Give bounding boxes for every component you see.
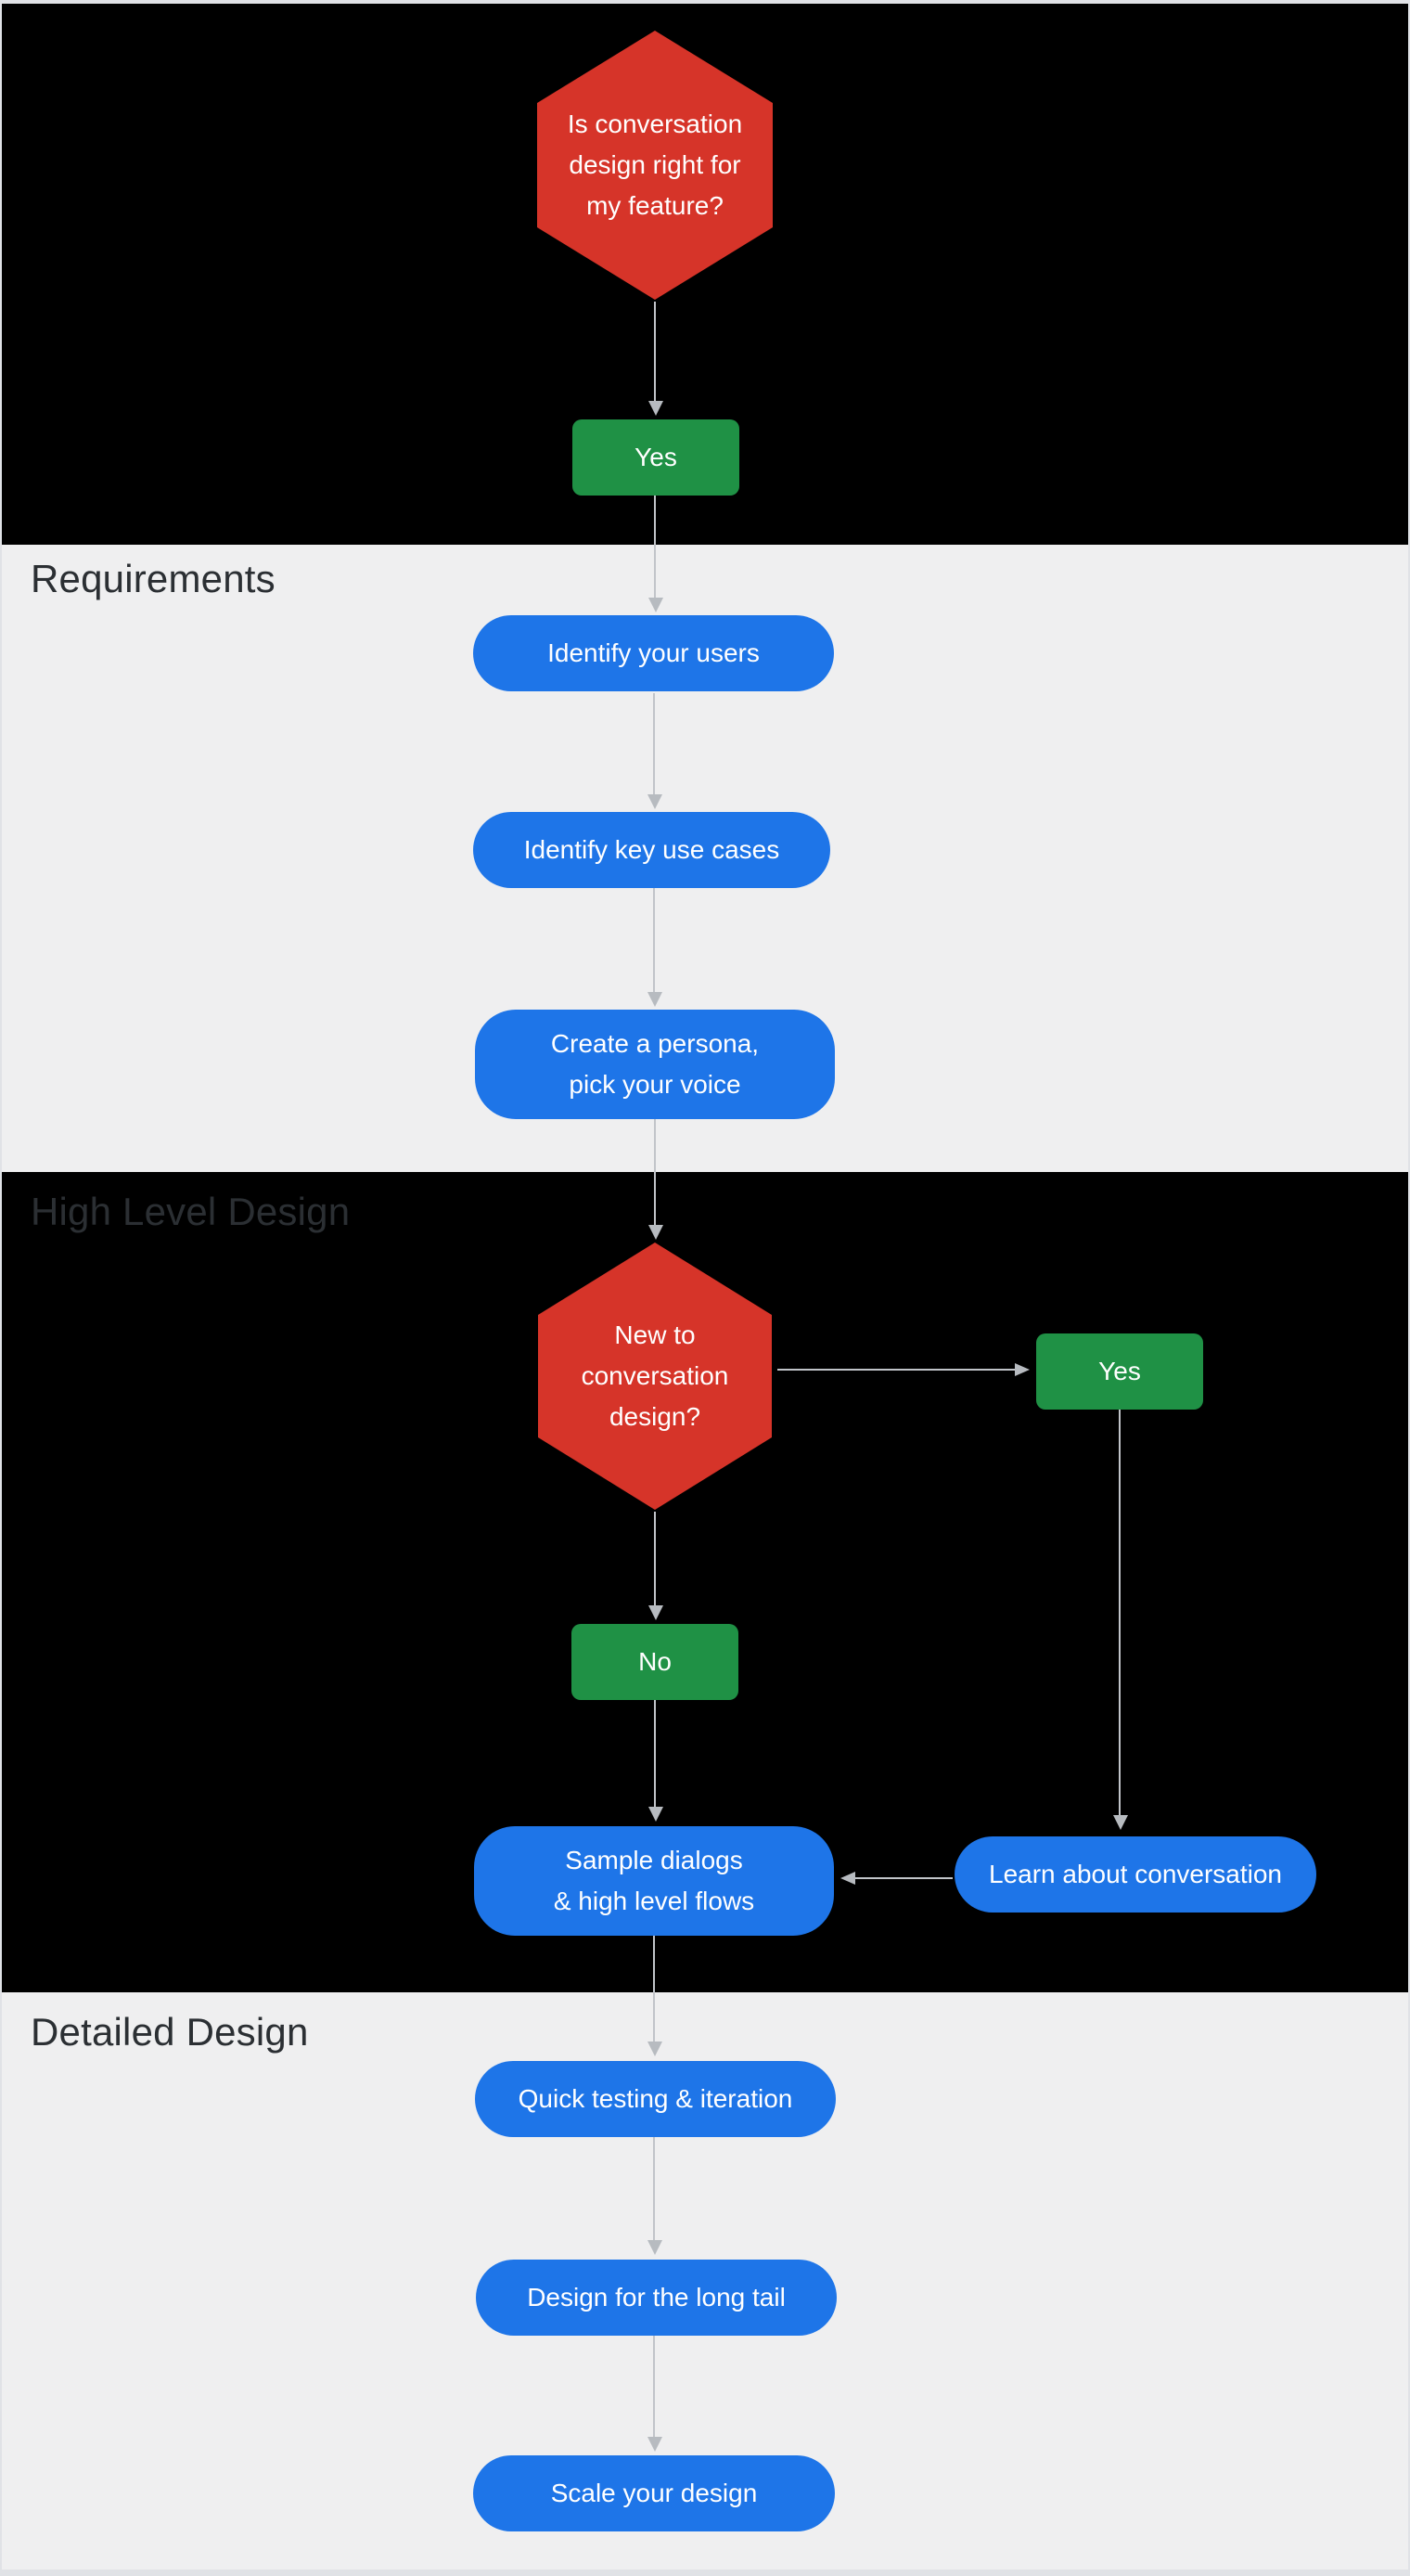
step-design-long-tail-label: Design for the long tail <box>527 2283 786 2312</box>
hexagon-shape <box>538 1243 772 1510</box>
decision2-line3: design? <box>609 1402 701 1431</box>
decision-new-to-conversation-design: New to conversation design? <box>538 1243 772 1510</box>
arrow-usecases-to-persona-head <box>647 992 662 1007</box>
decision1-line1: Is conversation <box>567 109 743 138</box>
outcome-yes-right-label: Yes <box>1098 1357 1141 1385</box>
step-quick-testing-iteration-label: Quick testing & iteration <box>518 2084 793 2113</box>
section-label-detailed-design: Detailed Design <box>31 2010 309 2054</box>
step-sample-dialogs-line1: Sample dialogs <box>565 1846 743 1874</box>
arrow-learn-to-sample-line <box>855 1877 953 1879</box>
arrow-persona-to-decision2-head <box>648 1225 663 1240</box>
decision1-line3: my feature? <box>586 191 724 220</box>
step-identify-your-users-label: Identify your users <box>547 638 760 667</box>
arrow-usecases-to-persona-line <box>653 888 655 992</box>
outcome-yes-top-label: Yes <box>634 443 677 471</box>
outcome-yes-top: Yes <box>572 419 739 496</box>
decision2-line2: conversation <box>581 1361 729 1390</box>
arrow-yes-to-identify-users-line <box>654 496 656 598</box>
arrow-quick-to-longtail-head <box>647 2240 662 2255</box>
step-sample-dialogs-line2: & high level flows <box>553 1887 755 1915</box>
arrow-decision1-to-yes-head <box>648 401 663 416</box>
arrow-users-to-usecases-head <box>647 794 662 809</box>
arrow-longtail-to-scale-head <box>647 2437 662 2452</box>
section-label-requirements: Requirements <box>31 557 276 600</box>
arrow-no-to-sample-line <box>654 1700 656 1807</box>
step-scale-your-design: Scale your design <box>473 2455 835 2531</box>
arrow-no-to-sample-head <box>648 1807 663 1822</box>
arrow-decision2-to-yes-head <box>1015 1363 1030 1376</box>
step-create-persona-line2: pick your voice <box>569 1070 741 1099</box>
step-quick-testing-iteration: Quick testing & iteration <box>475 2061 836 2137</box>
outcome-no-label: No <box>638 1647 672 1676</box>
arrow-decision2-to-no-head <box>648 1605 663 1620</box>
arrow-yes-to-identify-users-head <box>648 598 663 612</box>
decision-is-conversation-design-right: Is conversation design right for my feat… <box>537 31 773 300</box>
step-create-persona: Create a persona, pick your voice <box>475 1010 835 1119</box>
arrow-yes-to-learn-head <box>1113 1815 1128 1830</box>
step-identify-your-users: Identify your users <box>473 615 834 691</box>
step-sample-dialogs: Sample dialogs & high level flows <box>474 1826 834 1936</box>
arrow-decision2-to-yes-line <box>777 1369 1015 1371</box>
arrow-users-to-usecases-line <box>653 693 655 794</box>
arrow-persona-to-decision2-line <box>654 1118 656 1225</box>
step-scale-your-design-label: Scale your design <box>550 2479 758 2507</box>
arrow-sample-to-quick-line <box>653 1936 655 2041</box>
step-learn-about-conversation-label: Learn about conversation <box>989 1860 1282 1888</box>
outcome-yes-right: Yes <box>1036 1333 1203 1410</box>
decision1-line2: design right for <box>569 150 741 179</box>
arrow-longtail-to-scale-line <box>653 2336 655 2437</box>
arrow-yes-to-learn-line <box>1119 1410 1121 1815</box>
section-label-high-level-design: High Level Design <box>31 1190 351 1233</box>
step-create-persona-line1: Create a persona, <box>550 1029 760 1058</box>
arrow-quick-to-longtail-line <box>653 2137 655 2240</box>
arrow-learn-to-sample-head <box>840 1872 855 1885</box>
step-identify-key-use-cases-label: Identify key use cases <box>523 835 780 864</box>
hexagon-shape <box>537 31 773 300</box>
outcome-no: No <box>571 1624 738 1700</box>
step-identify-key-use-cases: Identify key use cases <box>473 812 830 888</box>
arrow-decision1-to-yes-line <box>654 302 656 401</box>
arrow-sample-to-quick-head <box>647 2041 662 2056</box>
decision2-line1: New to <box>614 1320 696 1349</box>
arrow-decision2-to-no-line <box>654 1512 656 1605</box>
step-design-long-tail: Design for the long tail <box>476 2260 837 2336</box>
step-learn-about-conversation: Learn about conversation <box>955 1836 1316 1913</box>
